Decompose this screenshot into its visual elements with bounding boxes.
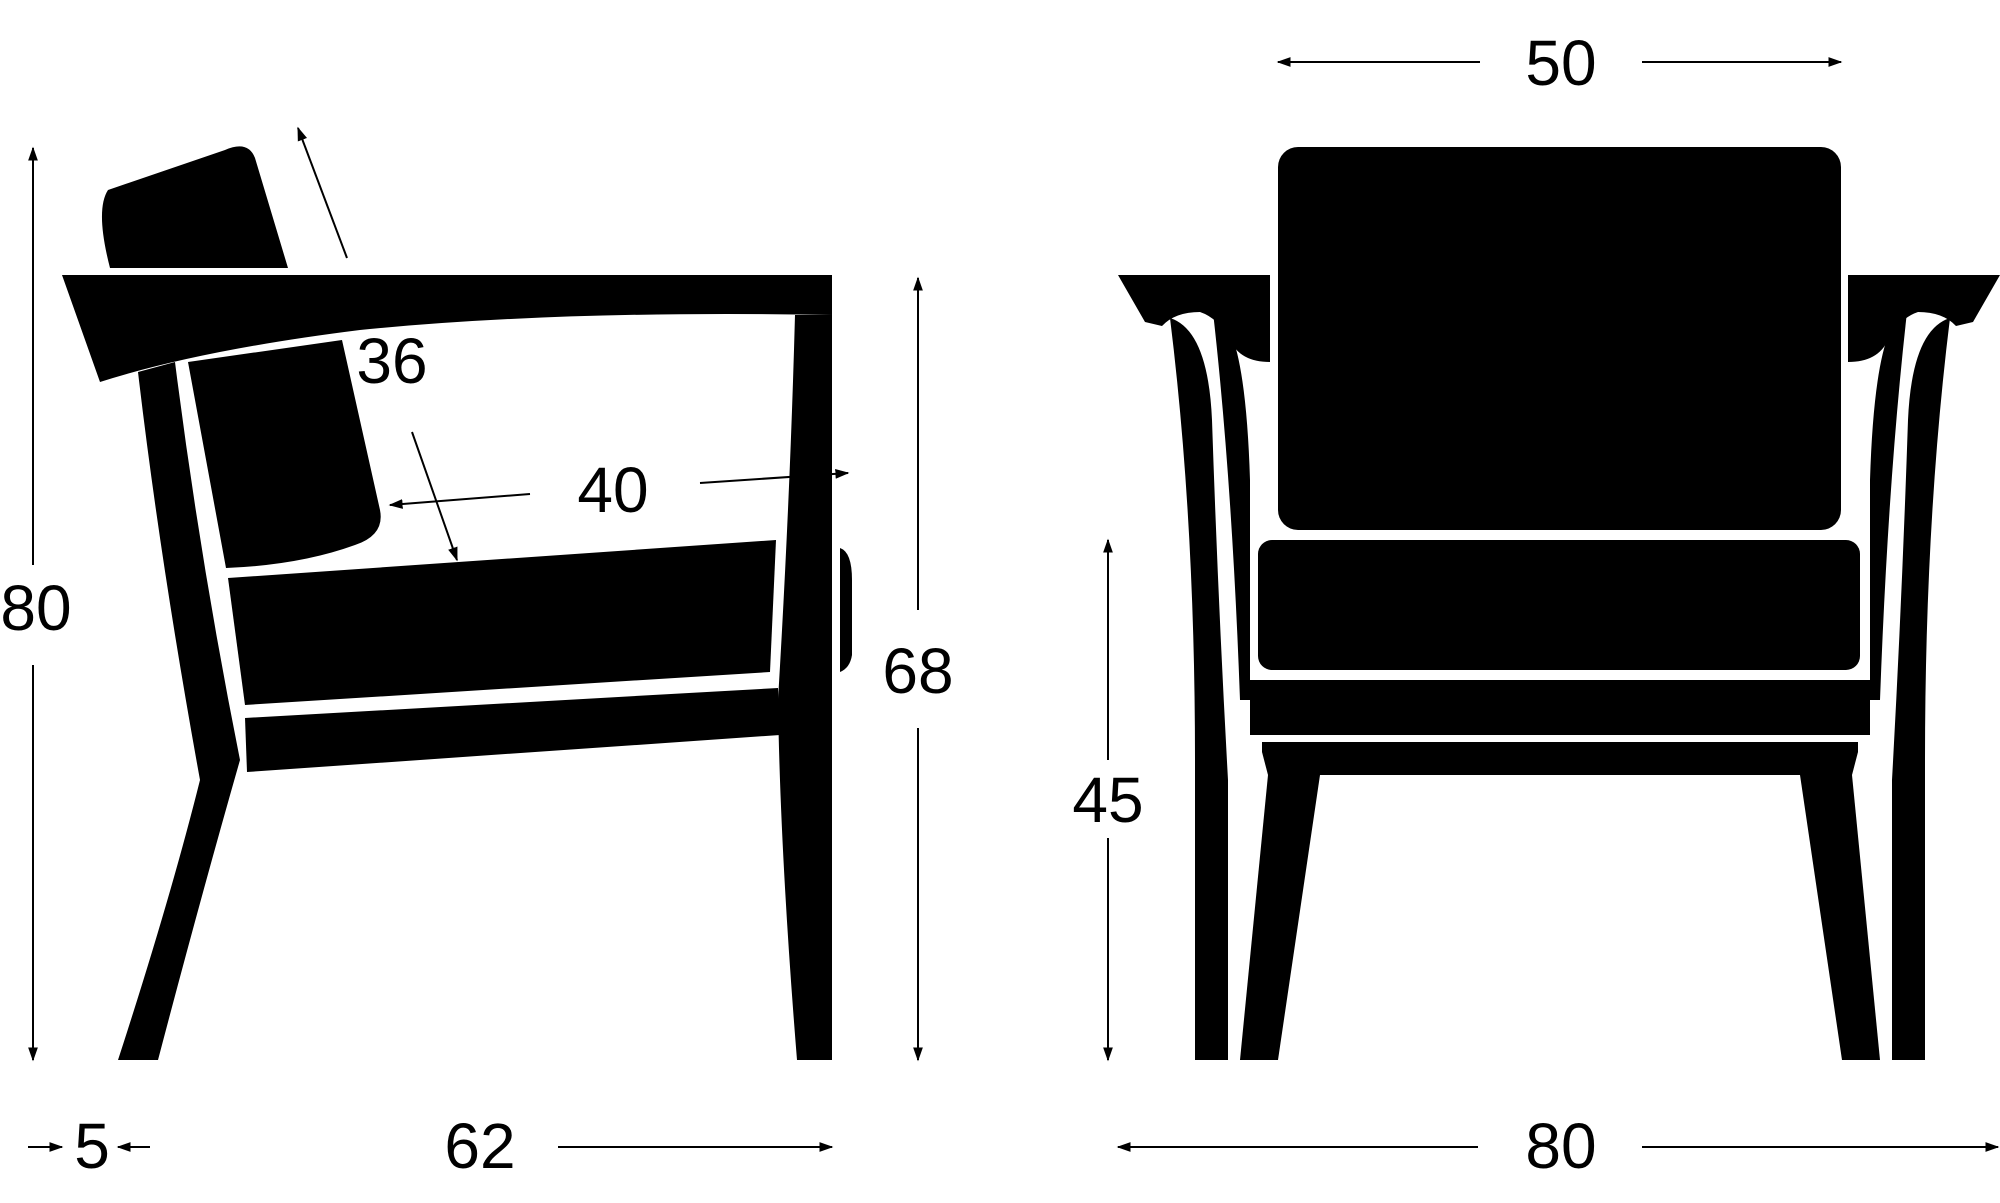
dimension-lines (28, 57, 2000, 1152)
side-back-cushion (188, 340, 381, 568)
front-backrest-cushion (1278, 147, 1841, 530)
side-view-chair (62, 146, 852, 1060)
label-seat-height: 45 (1072, 764, 1143, 836)
side-headrest-cushion (101, 146, 288, 268)
front-left-leg (1170, 318, 1228, 1060)
front-view-chair (1118, 147, 2000, 1060)
front-apron (1262, 742, 1858, 775)
label-back-offset: 5 (74, 1110, 110, 1182)
front-right-armrest (1848, 275, 2000, 362)
side-armrest (62, 275, 832, 382)
front-right-arm-support (1870, 312, 1907, 700)
side-seat-rail (245, 688, 780, 772)
side-front-leg (778, 315, 832, 1060)
dim-line-backrest-top (297, 126, 348, 259)
front-inner-left-leg (1240, 775, 1320, 1060)
side-front-bracket (840, 548, 852, 672)
dim-line-seat-depth-left (388, 493, 531, 509)
label-backrest-width: 50 (1525, 27, 1596, 99)
side-seat-cushion (228, 540, 776, 705)
dim-line-backrest-bottom (411, 431, 458, 562)
front-inner-right-leg (1800, 775, 1880, 1060)
label-front-overall-width: 80 (1525, 1110, 1596, 1182)
dimension-labels: 80 36 40 68 5 62 50 45 80 (0, 27, 1596, 1182)
front-left-arm-support (1213, 312, 1250, 700)
label-side-overall-depth: 62 (444, 1110, 515, 1182)
front-seat-rail (1250, 680, 1870, 735)
front-right-leg (1892, 318, 1950, 1060)
label-arm-height: 68 (882, 635, 953, 707)
label-side-overall-height: 80 (0, 572, 71, 644)
label-seat-depth: 40 (577, 454, 648, 526)
side-back-leg (118, 362, 240, 1060)
label-backrest-length: 36 (356, 325, 427, 397)
dim-line-seat-depth-right (699, 468, 850, 484)
front-seat-cushion (1258, 540, 1860, 670)
